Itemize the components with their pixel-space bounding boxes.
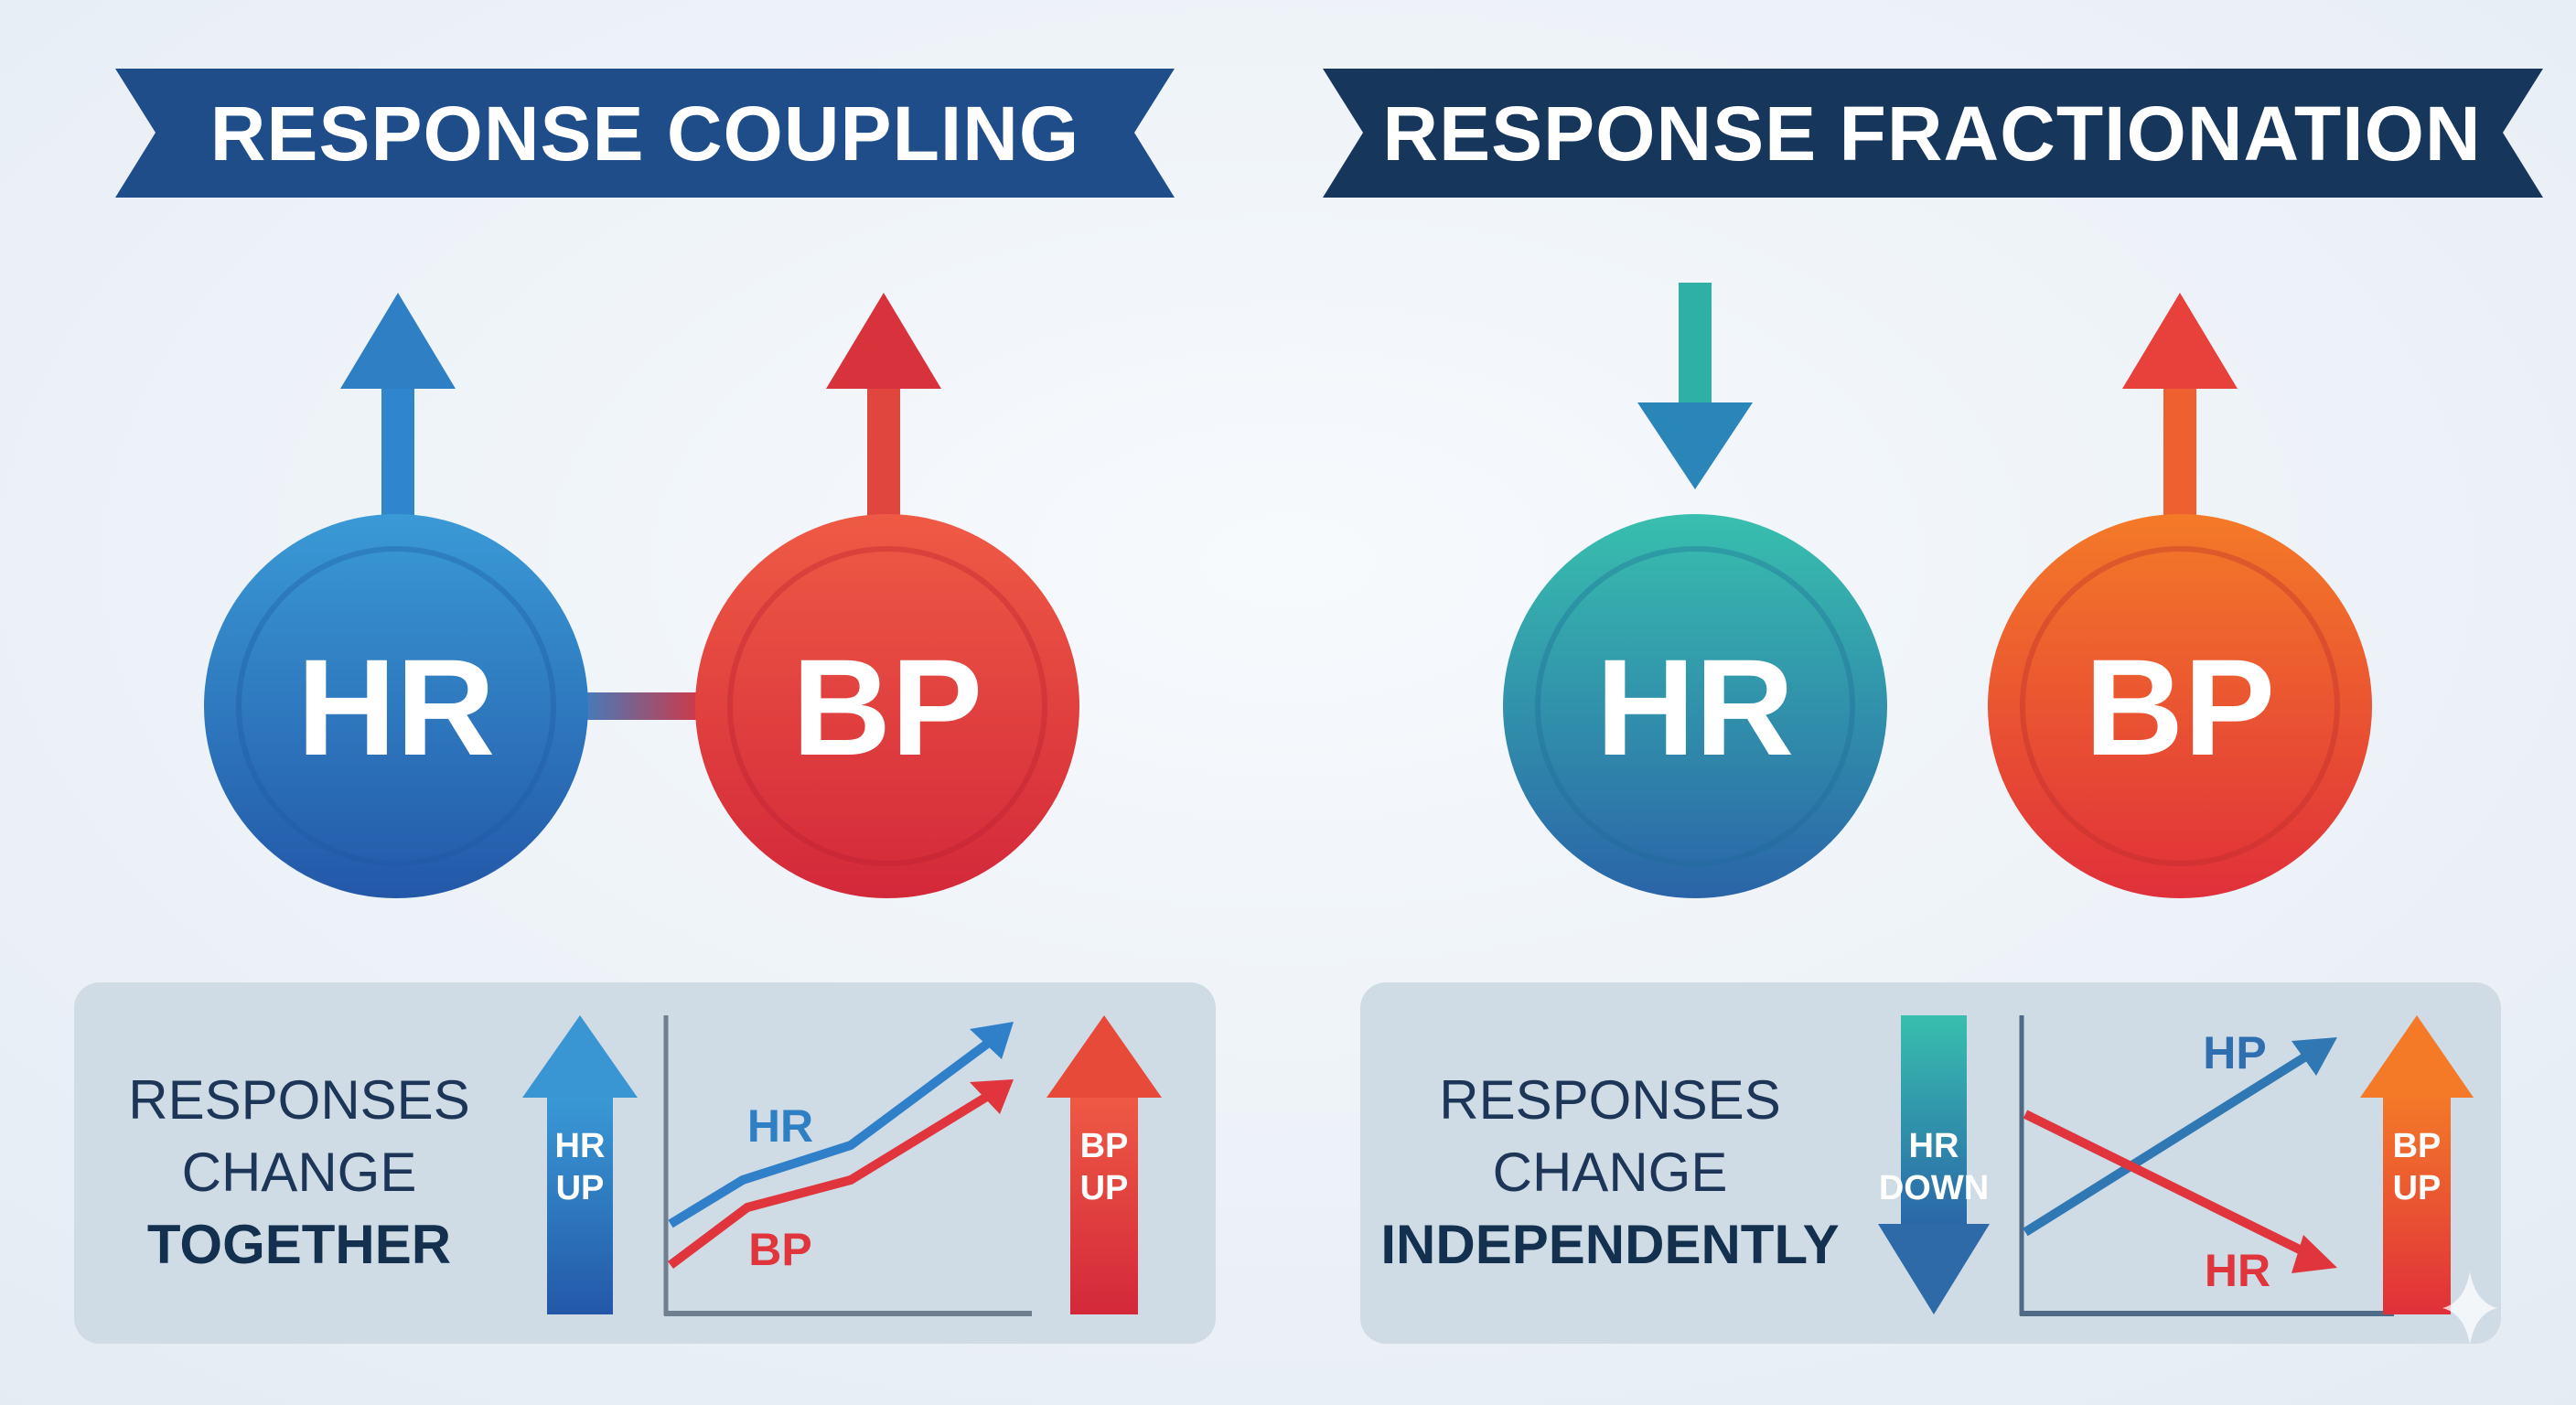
panel-line-2: CHANGE <box>1493 1142 1728 1203</box>
panel-line-2: CHANGE <box>182 1142 417 1203</box>
rising-trend-arrowhead-icon <box>2292 1037 2337 1076</box>
bp-circle-label: BP <box>2085 630 2275 784</box>
panel-line-3: TOGETHER <box>147 1214 451 1275</box>
bp-arrow-label-2: UP <box>2393 1169 2442 1207</box>
title-banner <box>115 69 1175 198</box>
hr-arrow-label-1: HR <box>555 1127 606 1165</box>
mini-chart: HP HR <box>2019 1015 2394 1316</box>
hr-arrow-label-2: UP <box>556 1169 605 1207</box>
coupling-connector <box>567 692 714 720</box>
bp-up-arrow-icon <box>2122 293 2238 531</box>
bp-trend-arrowhead-icon <box>970 1079 1014 1114</box>
bp-arrow-label-1: BP <box>2393 1127 2442 1165</box>
coupling-panel: RESPONSES CHANGE TOGETHER HR UP HR BP <box>74 982 1216 1344</box>
bp-arrow-label-2: UP <box>1080 1169 1129 1207</box>
panel-line-3: INDEPENDENTLY <box>1380 1214 1839 1275</box>
chart-label-bp: BP <box>748 1224 811 1275</box>
hr-circle: HR <box>1503 514 1887 898</box>
hr-down-arrow-icon <box>1878 1015 1990 1314</box>
chart-label-hr: HR <box>747 1100 813 1152</box>
bp-up-arrow-icon <box>1046 1015 1162 1314</box>
response-fractionation-section: RESPONSE FRACTIONATION HR BP RESPONSES C… <box>1323 69 2543 1345</box>
chart-label-hp: HP <box>2203 1027 2266 1078</box>
chart-label-hr: HR <box>2205 1245 2270 1296</box>
hr-up-arrow-icon <box>522 1015 638 1314</box>
falling-trend-arrowhead-icon <box>2292 1235 2337 1273</box>
hr-arrow-label-2: DOWN <box>1879 1169 1989 1207</box>
hr-arrow-label-1: HR <box>1909 1127 1959 1165</box>
bp-arrow-label-1: BP <box>1080 1127 1129 1165</box>
bp-up-arrow-icon <box>826 293 941 531</box>
bp-circle-label: BP <box>792 630 982 784</box>
hr-down-arrow-icon <box>1637 283 1753 489</box>
mini-chart: HR BP <box>663 1015 1032 1316</box>
hr-circle-label: HR <box>297 630 496 784</box>
fractionation-panel: RESPONSES CHANGE INDEPENDENTLY HR DOWN H… <box>1360 982 2501 1344</box>
panel-line-1: RESPONSES <box>1439 1069 1780 1131</box>
section-title: RESPONSE FRACTIONATION <box>1382 91 2481 177</box>
title-banner <box>1323 69 2543 198</box>
hr-trend-line <box>668 1032 1000 1228</box>
panel-line-1: RESPONSES <box>128 1069 469 1131</box>
bp-circle: BP <box>695 514 1079 898</box>
response-coupling-section: RESPONSE COUPLING HR BP RESPONSES CHANGE… <box>74 69 1216 1344</box>
section-title: RESPONSE COUPLING <box>210 91 1079 177</box>
bp-circle: BP <box>1988 514 2372 898</box>
rising-trend-line <box>2023 1044 2322 1237</box>
hr-up-arrow-icon <box>340 293 456 531</box>
hr-circle: HR <box>204 514 588 898</box>
bp-up-arrow-icon <box>2360 1015 2474 1314</box>
sparkle-icon <box>2442 1271 2497 1345</box>
falling-trend-line <box>2023 1110 2317 1261</box>
hr-trend-arrowhead-icon <box>970 1022 1014 1059</box>
hr-circle-label: HR <box>1596 630 1795 784</box>
bp-trend-line <box>668 1086 1000 1269</box>
